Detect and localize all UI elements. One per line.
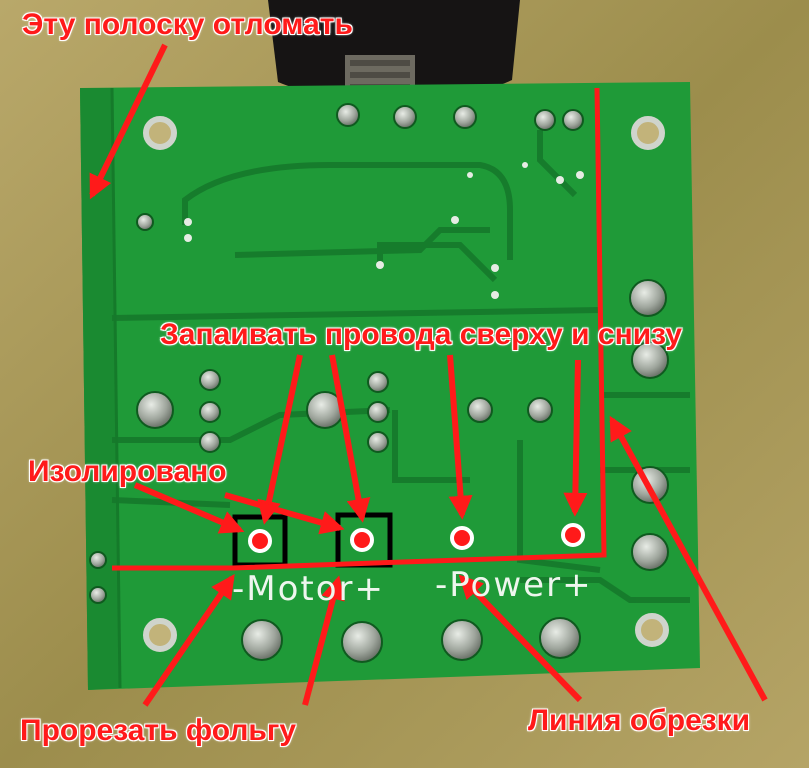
silkscreen-power: -Power+ xyxy=(435,565,593,605)
label-break-strip: Эту полоску отломать xyxy=(22,8,353,41)
cut-line xyxy=(112,87,607,571)
label-solder-wires: Запаивать провода сверху и снизу xyxy=(160,318,683,351)
label-cut-line: Линия обрезки xyxy=(528,704,751,737)
label-cut-foil: Прорезать фольгу xyxy=(20,714,297,747)
pcb-board xyxy=(80,82,700,690)
annotation-arrows xyxy=(89,43,768,707)
silkscreen-motor: -Motor+ xyxy=(232,569,386,609)
label-insulated: Изолировано xyxy=(28,455,227,488)
